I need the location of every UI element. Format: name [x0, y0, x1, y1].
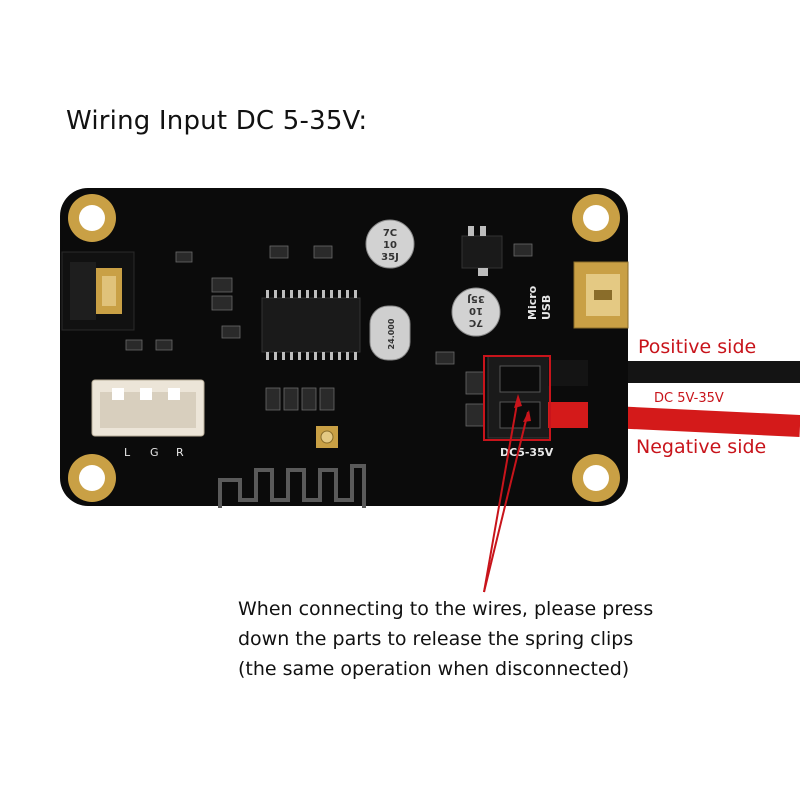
mounting-hole-top-left	[68, 194, 116, 242]
cap1-line3: 35J	[381, 252, 399, 263]
dc-range-label: DC 5V-35V	[654, 391, 724, 406]
voltage-regulator	[461, 226, 503, 276]
pin-g-label: G	[150, 446, 159, 459]
cap1-line2: 10	[383, 240, 397, 251]
pcb-antenna	[218, 464, 366, 508]
mounting-hole-bottom-left	[68, 454, 116, 502]
caption-line-1: When connecting to the wires, please pre…	[238, 598, 654, 620]
cap2-line2: 10	[469, 305, 483, 316]
terminal-highlight-box	[483, 355, 551, 441]
dc-label: DC5-35V	[500, 446, 554, 459]
pointer-line-1	[483, 397, 519, 593]
mounting-hole-bottom-right	[572, 454, 620, 502]
mounting-hole-top-right	[572, 194, 620, 242]
audio-jack	[61, 251, 135, 331]
pointer-line-2	[483, 411, 529, 593]
pin-l-label: L	[124, 446, 131, 459]
usb-label-line1: Micro	[526, 285, 539, 320]
pointer-arrow-head-1	[514, 394, 522, 408]
capacitor-right: 7C 10 35J	[451, 287, 501, 337]
smd-components	[125, 243, 533, 427]
pin-r-label: R	[176, 446, 184, 459]
pointer-arrow-head-2	[523, 410, 531, 422]
antenna-connector	[316, 426, 338, 448]
crystal-label: 24.000	[387, 318, 396, 349]
crystal-oscillator: 24.000	[369, 305, 411, 361]
lgr-connector	[91, 379, 205, 437]
cap1-line1: 7C	[383, 228, 397, 239]
usb-label-line2: USB	[540, 295, 553, 320]
capacitor-top: 7C 10 35J	[365, 219, 415, 269]
caption-line-2: down the parts to release the spring cli…	[238, 628, 634, 650]
diagram-title: Wiring Input DC 5-35V:	[66, 106, 368, 136]
micro-usb-port	[573, 261, 629, 329]
main-chip	[261, 290, 361, 360]
negative-side-label: Negative side	[636, 436, 767, 458]
cap2-line1: 7C	[469, 317, 483, 328]
instruction-caption: When connecting to the wires, please pre…	[238, 594, 778, 684]
cap2-line3: 35J	[467, 293, 485, 304]
caption-line-3: (the same operation when disconnected)	[238, 658, 630, 680]
positive-side-label: Positive side	[638, 336, 757, 358]
